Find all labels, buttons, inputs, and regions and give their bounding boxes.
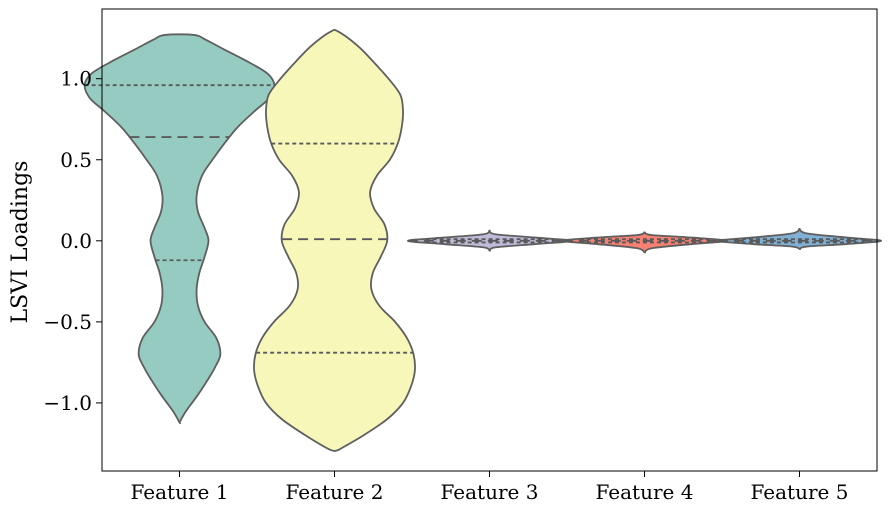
- violin-feature-3: [406, 229, 573, 252]
- violin-feature-5: [716, 228, 883, 250]
- violin-feature-1: [83, 33, 276, 425]
- violin-feature-4: [561, 231, 728, 254]
- y-axis-label: LSVI Loadings: [8, 161, 33, 324]
- x-tick-label: Feature 3: [441, 480, 539, 504]
- y-tick-label: −0.5: [43, 310, 92, 334]
- y-tick-label: −1.0: [43, 391, 92, 415]
- x-axis: Feature 1 Feature 2 Feature 3 Feature 4 Feat…: [131, 471, 849, 504]
- x-tick-label: Feature 1: [131, 480, 229, 504]
- y-axis: 1.0 0.5 0.0 −0.5 −1.0: [43, 67, 102, 415]
- violins-layer: [83, 28, 883, 452]
- x-tick-label: Feature 5: [751, 480, 849, 504]
- violin-body: [253, 28, 416, 452]
- x-tick-label: Feature 4: [596, 480, 694, 504]
- violin-body: [83, 33, 276, 425]
- violin-feature-2: [253, 28, 416, 452]
- x-tick-label: Feature 2: [286, 480, 384, 504]
- y-tick-label: 0.5: [60, 148, 92, 172]
- y-tick-label: 1.0: [60, 67, 92, 91]
- y-tick-label: 0.0: [60, 229, 92, 253]
